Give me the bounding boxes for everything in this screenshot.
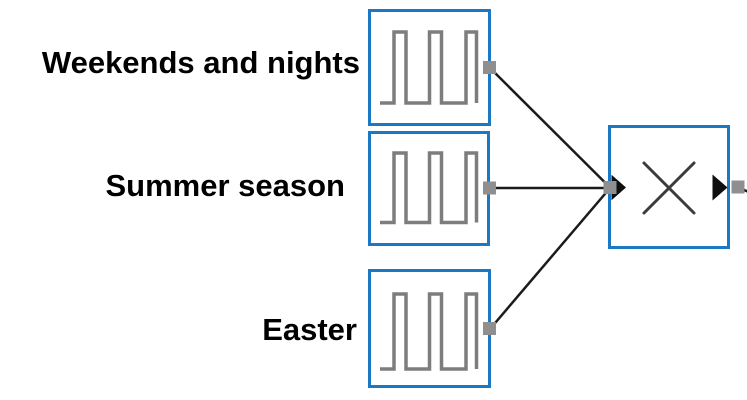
input-port-product[interactable] [603,181,617,194]
arrowhead-icon [712,174,728,201]
block-label-weekends-and-nights: Weekends and nights [41,45,360,80]
signal-line-easter-to-product[interactable] [489,187,611,330]
pulse-generator-block-summer-season[interactable] [368,131,490,246]
output-port-easter[interactable] [483,322,496,335]
pulse-wave-icon [380,151,479,225]
signal-line-weekends-to-product[interactable] [489,67,611,189]
pulse-wave-icon [380,30,479,105]
block-label-summer-season: Summer season [105,168,346,203]
block-label-easter: Easter [262,312,357,347]
pulse-generator-block-weekends-and-nights[interactable] [368,9,491,126]
product-block[interactable] [608,125,730,249]
output-port-weekends[interactable] [483,61,496,74]
multiply-stroke [642,161,696,215]
multiply-icon [642,161,696,215]
output-port-summer[interactable] [483,181,496,195]
output-port-product[interactable] [731,180,745,194]
pulse-wave-icon [380,292,479,371]
pulse-generator-block-easter[interactable] [368,269,491,388]
